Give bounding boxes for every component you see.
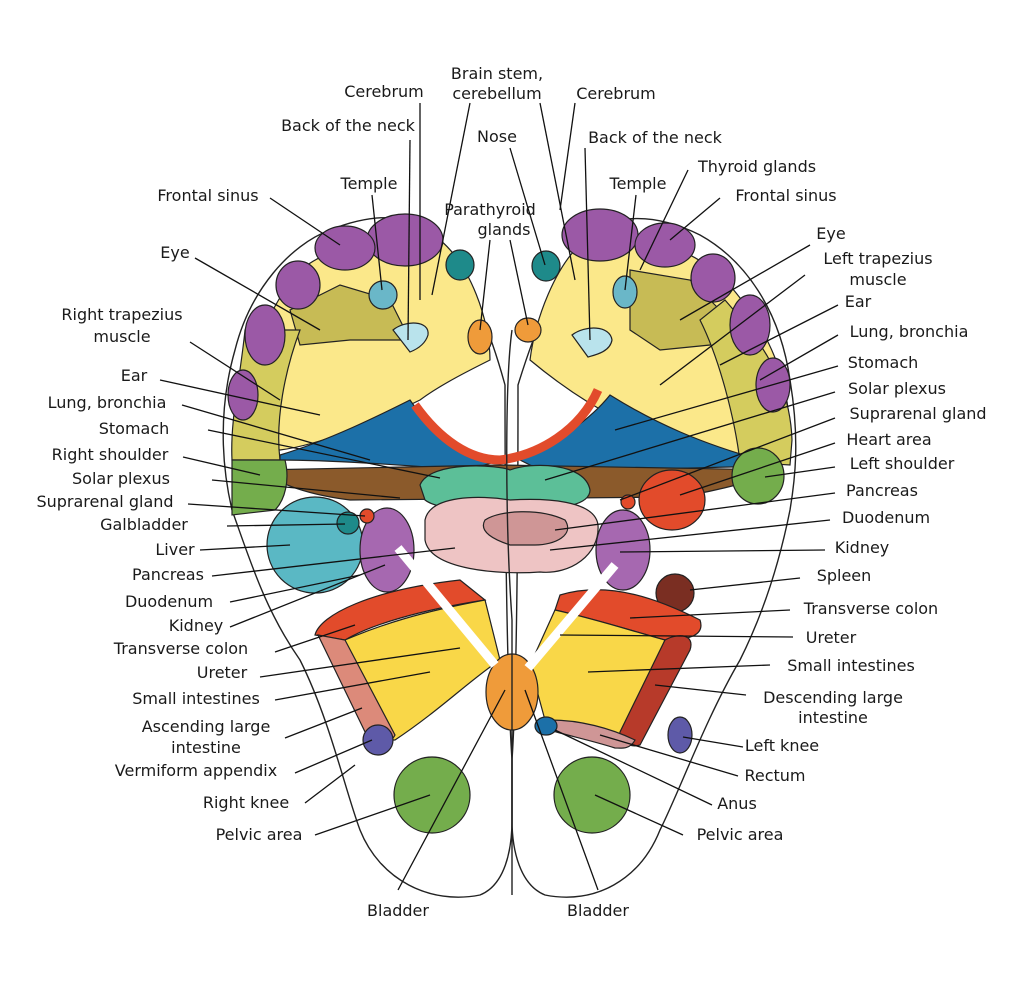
label-eye-left: Eye (160, 243, 189, 262)
label-ear-left: Ear (121, 366, 148, 385)
label-spleen: Spleen (817, 566, 872, 585)
label-trap-left-1: Right trapezius (61, 305, 182, 324)
gall-bladder-zone (336, 511, 360, 535)
left-knee-zone (667, 716, 693, 754)
label-bladder-right: Bladder (567, 901, 629, 920)
label-rectum: Rectum (744, 766, 805, 785)
anus-zone (534, 716, 558, 736)
left-eye-zone (392, 322, 429, 353)
center-seam (506, 329, 513, 895)
label-small-left: Small intestines (132, 689, 260, 708)
label-tcolon-right: Transverse colon (803, 599, 938, 618)
right-toes (561, 208, 791, 413)
leader-lines (159, 102, 839, 891)
label-parathyroid-2: glands (477, 220, 530, 239)
label-heart: Heart area (846, 430, 931, 449)
label-pancreas-right: Pancreas (846, 481, 918, 500)
label-bladder-left: Bladder (367, 901, 429, 920)
label-sinus-left: Frontal sinus (157, 186, 258, 205)
left-parathyroid (467, 319, 493, 355)
duodenum-zone (482, 511, 569, 546)
label-supra-left: Suprarenal gland (36, 492, 173, 511)
label-desc-2: intestine (798, 708, 868, 727)
left-nose-zone (445, 249, 475, 281)
label-thyroid: Thyroid glands (697, 157, 816, 176)
right-temple (612, 275, 638, 309)
right-ureter (524, 562, 619, 671)
label-kidney-right: Kidney (835, 538, 890, 557)
label-asc-1: Ascending large (142, 717, 271, 736)
red-arc (411, 388, 603, 465)
label-duodenum-right: Duodenum (842, 508, 930, 527)
label-lung-left: Lung, bronchia (48, 393, 167, 412)
label-knee-left: Right knee (203, 793, 289, 812)
label-liver: Liver (155, 540, 195, 559)
label-asc-2: intestine (171, 738, 241, 757)
label-neck-left: Back of the neck (281, 116, 416, 135)
right-pelvic-zone (553, 756, 631, 834)
label-knee-right: Left knee (745, 736, 819, 755)
labels: Cerebrum Brain stem, cerebellum Cerebrum… (36, 64, 986, 920)
label-cerebrum-right: Cerebrum (576, 84, 656, 103)
label-trap-right-2: muscle (849, 270, 906, 289)
label-shoulder-left: Right shoulder (52, 445, 169, 464)
label-small-right: Small intestines (787, 656, 915, 675)
label-ureter-right: Ureter (806, 628, 857, 647)
label-anus: Anus (717, 794, 757, 813)
label-pelvic-right: Pelvic area (697, 825, 784, 844)
label-temple-left: Temple (340, 174, 398, 193)
label-solar-left: Solar plexus (72, 469, 170, 488)
label-cerebrum-left: Cerebrum (344, 82, 424, 101)
left-temple (368, 280, 398, 310)
label-brain-stem-2: cerebellum (452, 84, 541, 103)
label-desc-1: Descending large (763, 688, 903, 707)
label-lung-right: Lung, bronchia (850, 322, 969, 341)
label-supra-right: Suprarenal gland (849, 404, 986, 423)
label-appendix: Vermiform appendix (115, 761, 277, 780)
label-parathyroid-1: Parathyroid (444, 200, 536, 219)
label-trap-left-2: muscle (93, 327, 150, 346)
label-ear-right: Ear (845, 292, 872, 311)
label-solar-right: Solar plexus (848, 379, 946, 398)
rectum-zone (549, 719, 636, 749)
left-toes (227, 213, 444, 421)
right-shoulder-zone (231, 459, 288, 516)
heart-zone (638, 469, 706, 531)
left-ureter (394, 545, 499, 668)
right-eye-zone (571, 327, 613, 358)
right-nose-zone (531, 250, 561, 282)
label-eye-right: Eye (816, 224, 845, 243)
label-temple-right: Temple (609, 174, 667, 193)
label-trap-right-1: Left trapezius (823, 249, 932, 268)
label-shoulder-right: Left shoulder (850, 454, 955, 473)
label-neck-right: Back of the neck (588, 128, 723, 147)
right-parathyroid (514, 317, 542, 343)
label-brain-stem-1: Brain stem, (451, 64, 543, 83)
label-tcolon-left: Transverse colon (113, 639, 248, 658)
label-ureter-left: Ureter (197, 663, 248, 682)
right-kidney-zone (359, 507, 415, 593)
label-duodenum-left: Duodenum (125, 592, 213, 611)
label-pelvic-left: Pelvic area (216, 825, 303, 844)
label-stomach-left: Stomach (99, 419, 170, 438)
appendix-zone (362, 724, 394, 756)
label-nose: Nose (477, 127, 517, 146)
label-kidney-left: Kidney (169, 616, 224, 635)
label-sinus-right: Frontal sinus (735, 186, 836, 205)
left-pelvic-zone (393, 756, 471, 834)
label-gall: Galbladder (100, 515, 188, 534)
label-pancreas-left: Pancreas (132, 565, 204, 584)
label-stomach-right: Stomach (848, 353, 919, 372)
